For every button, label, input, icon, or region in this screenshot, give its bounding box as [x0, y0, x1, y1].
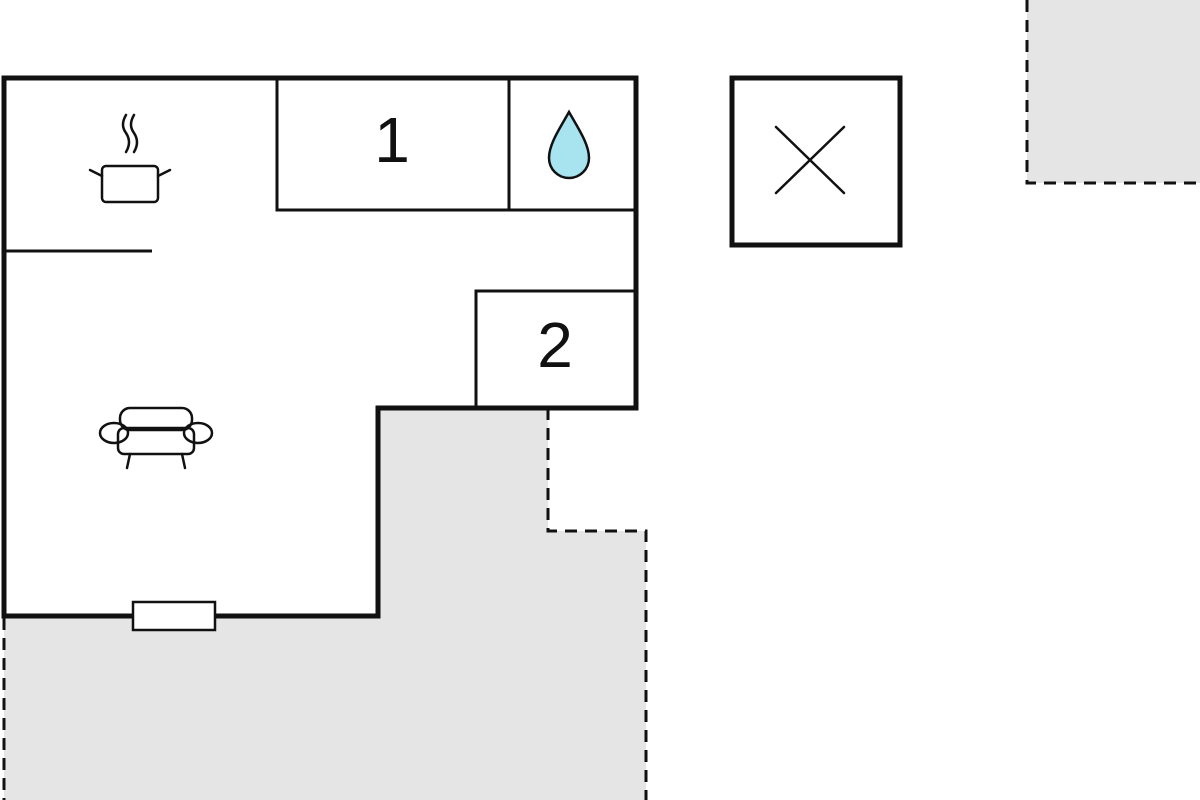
cooking-pot-icon: [88, 113, 172, 204]
terrace-top-right: [1025, 0, 1200, 185]
outbuilding: [729, 75, 903, 248]
cross-icon: [774, 125, 846, 195]
room-2-walls: [474, 289, 636, 408]
house-outer-wall: [1, 75, 639, 619]
window-icon: [131, 600, 217, 632]
room-2-label: 2: [537, 309, 573, 381]
terrace-bottom: [2, 408, 648, 800]
room-1-label: 1: [374, 104, 410, 176]
water-drop-icon: [547, 109, 591, 180]
sofa-icon: [98, 406, 214, 470]
room-1-walls: [275, 78, 636, 212]
